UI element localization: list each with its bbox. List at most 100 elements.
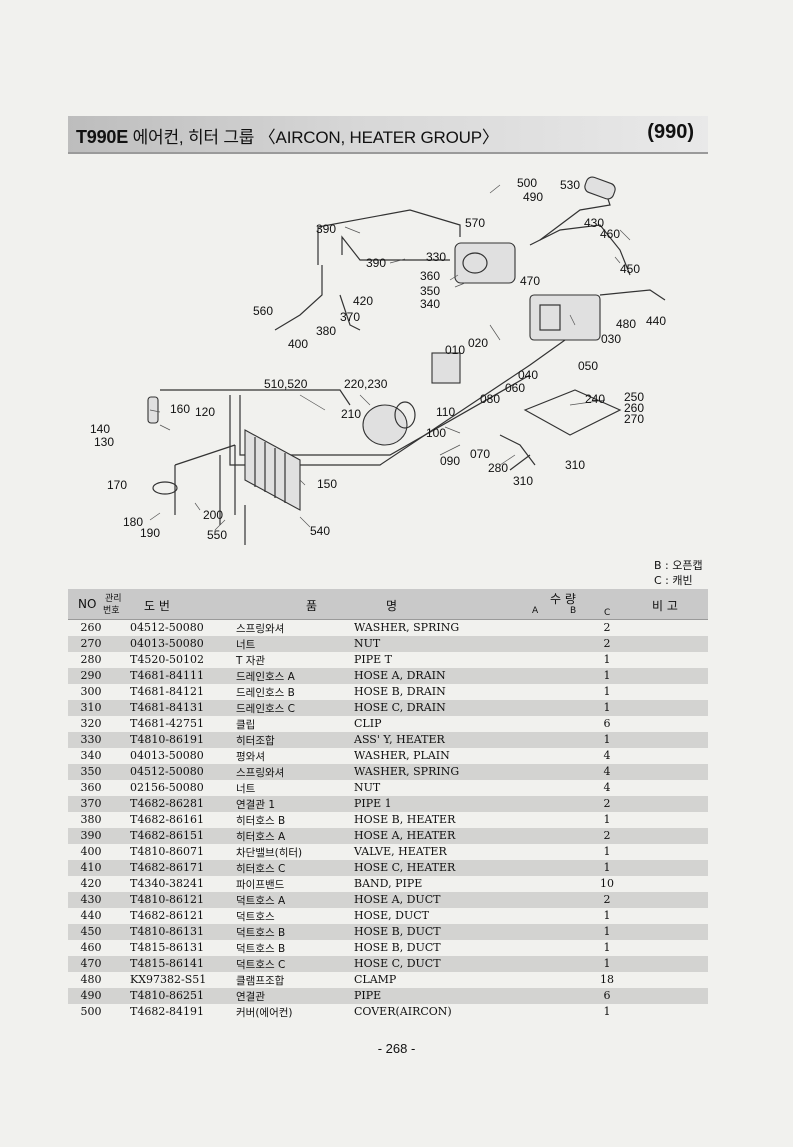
part-label: 540 (310, 524, 330, 538)
row-quantity: 2 (603, 797, 611, 810)
row-no: 420 (80, 877, 102, 890)
row-name-korean: 덕트호스 B (236, 927, 286, 939)
row-quantity: 6 (603, 989, 611, 1002)
row-no: 270 (80, 637, 102, 650)
row-name-english: WASHER, SPRING (354, 621, 460, 634)
part-label: 530 (560, 178, 580, 192)
row-part-number: T4810-86071 (130, 845, 205, 858)
header-qty-a: A (532, 606, 539, 616)
row-part-number: 02156-50080 (130, 781, 204, 794)
group-number: (990) (647, 121, 694, 143)
row-quantity: 1 (603, 685, 611, 698)
part-label: 260 (624, 401, 644, 415)
liquid-pipe (160, 389, 351, 406)
part-label: 330 (426, 250, 446, 264)
row-name-korean: 너트 (236, 639, 256, 651)
row-no: 490 (80, 989, 102, 1002)
row-quantity: 1 (603, 653, 611, 666)
row-name-korean: 연결관 1 (236, 799, 275, 811)
row-name-english: HOSE, DUCT (354, 909, 430, 922)
header-no: NO (78, 597, 97, 611)
heater-assembly (454, 242, 516, 284)
heater-hose-b (274, 265, 323, 331)
row-name-english: HOSE C, DUCT (354, 957, 441, 970)
duct-hose (599, 289, 666, 301)
control-box (431, 352, 461, 384)
row-quantity: 18 (600, 973, 614, 986)
row-name-english: NUT (354, 781, 381, 794)
row-name-korean: 스프링와셔 (236, 767, 285, 779)
row-quantity: 4 (603, 749, 611, 762)
row-name-korean: T 자관 (236, 655, 266, 667)
heater-fan (462, 252, 488, 274)
part-label: 350 (420, 284, 440, 298)
part-label: 080 (480, 392, 500, 406)
row-no: 310 (80, 701, 102, 714)
row-name-english: HOSE B, DRAIN (354, 685, 446, 698)
receiver-drier (147, 396, 159, 424)
row-part-number: T4681-84111 (130, 669, 205, 682)
row-name-english: PIPE (354, 989, 382, 1002)
row-part-number: 04512-50080 (130, 765, 204, 778)
row-name-korean: 덕트호스 B (236, 943, 286, 955)
row-name-english: HOSE B, HEATER (354, 813, 456, 826)
row-name-english: CLAMP (354, 973, 397, 986)
row-name-english: PIPE 1 (354, 797, 392, 810)
row-name-korean: 너트 (236, 783, 256, 795)
row-name-korean: 연결관 (236, 991, 265, 1003)
part-label: 390 (316, 222, 336, 236)
page-header: T990E 에어컨, 히터 그룹 〈AIRCON, HEATER GROUP〉 … (68, 116, 708, 154)
row-quantity: 1 (603, 813, 611, 826)
part-label: 340 (420, 297, 440, 311)
part-label: 310 (513, 474, 533, 488)
part-label: 570 (465, 216, 485, 230)
part-label: 060 (505, 381, 525, 395)
row-part-number: T4681-84131 (130, 701, 205, 714)
part-label: 240 (585, 392, 605, 406)
refrigerant-pipe (229, 339, 566, 466)
row-name-korean: 평와셔 (236, 751, 265, 763)
row-name-english: ASS' Y, HEATER (354, 733, 445, 746)
header-name-right: 명 (386, 599, 398, 613)
part-label: 040 (518, 368, 538, 382)
table-row: 490 T4810-86251 연결관 PIPE 6 (68, 988, 708, 1004)
row-no: 440 (80, 909, 102, 922)
part-label: 050 (578, 359, 598, 373)
row-name-english: HOSE C, DRAIN (354, 701, 446, 714)
row-part-number: T4810-86251 (130, 989, 205, 1002)
row-name-english: HOSE B, DUCT (354, 941, 441, 954)
row-no: 410 (80, 861, 102, 874)
row-name-english: CLIP (354, 717, 382, 730)
part-label: 430 (584, 216, 604, 230)
row-name-korean: 덕트호스 A (236, 895, 286, 907)
row-name-korean: 클립 (236, 719, 256, 731)
row-name-korean: 드레인호스 B (236, 687, 295, 699)
header-name-left: 품 (306, 599, 318, 613)
row-name-english: COVER(AIRCON) (354, 1005, 452, 1018)
row-name-korean: 히터조합 (236, 735, 275, 747)
row-part-number: T4815-86131 (130, 941, 205, 954)
row-part-number: KX97382-S51 (130, 973, 207, 986)
header-ref-bottom: 번호 (103, 606, 120, 616)
row-part-number: T4810-86121 (130, 893, 205, 906)
row-quantity: 1 (603, 957, 611, 970)
row-part-number: T4810-86131 (130, 925, 205, 938)
diagram-canvas: 500 490 530 570 430 460 390 390 330 360 … (90, 176, 666, 545)
exploded-parts-diagram: 500 490 530 570 430 460 390 390 330 360 … (60, 165, 720, 565)
row-name-korean: 차단밸브(히터) (236, 847, 303, 859)
part-label: 170 (107, 478, 127, 492)
cab-type-legend: B : 오픈캡 C : 캐빈 (654, 558, 703, 588)
row-quantity: 4 (603, 765, 611, 778)
part-label: 220,230 (344, 377, 388, 391)
row-no: 300 (80, 685, 102, 698)
row-quantity: 1 (603, 845, 611, 858)
